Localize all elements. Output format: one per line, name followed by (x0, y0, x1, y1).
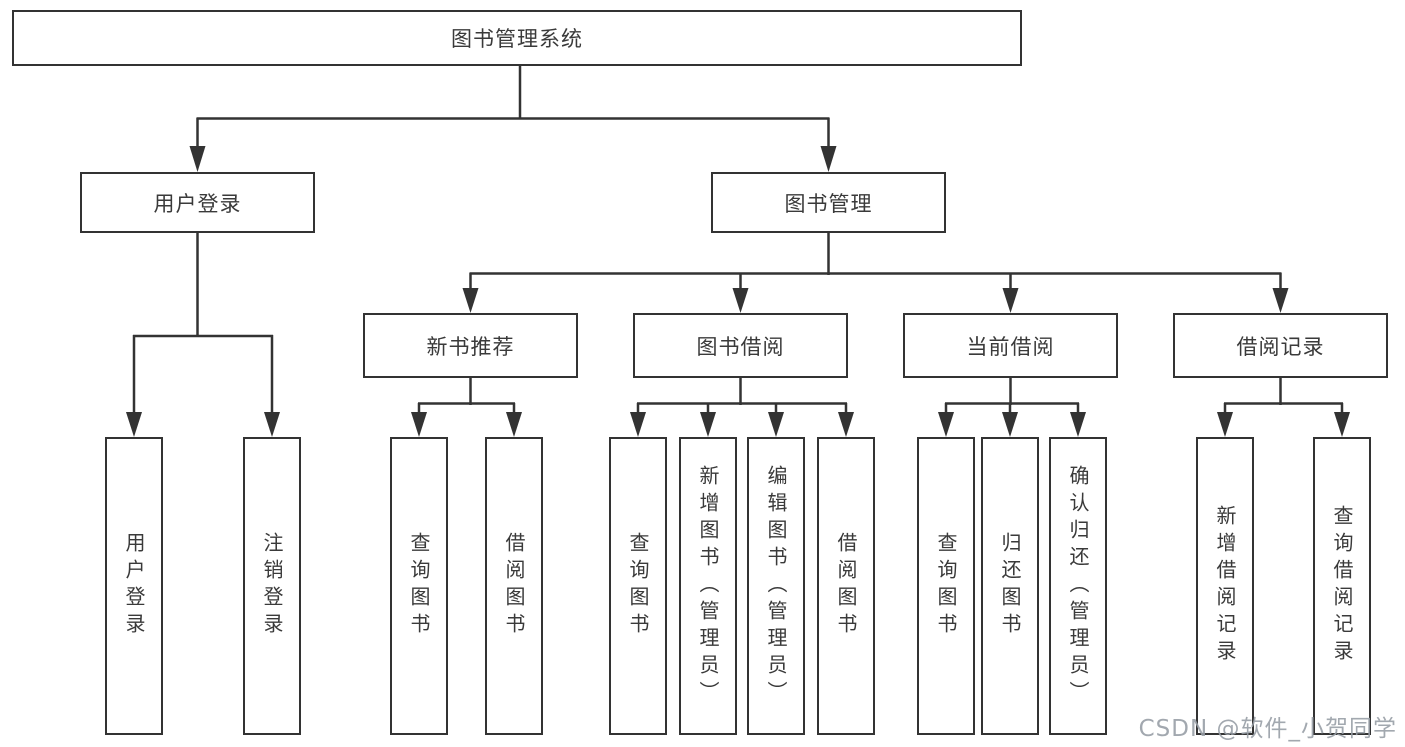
node-leaf-borrow-books: 借阅图书 (817, 437, 875, 735)
node-label: 查询借阅记录 (1330, 505, 1354, 667)
node-label: 用户登录 (122, 532, 146, 640)
node-leaf-edit-book-admin: 编辑图书（管理员） (747, 437, 805, 735)
node-leaf-logout: 注销登录 (243, 437, 301, 735)
node-borrowing-records: 借阅记录 (1173, 313, 1388, 378)
node-label: 新增借阅记录 (1213, 505, 1237, 667)
node-leaf-confirm-return-admin: 确认归还（管理员） (1049, 437, 1107, 735)
node-leaf-query-books: 查询图书 (917, 437, 975, 735)
node-label: 用户登录 (153, 191, 242, 216)
watermark: CSDN @软件_小贺同学 (1138, 716, 1397, 742)
node-label: 新增图书（管理员） (696, 464, 720, 708)
node-label: 借阅图书 (834, 532, 858, 640)
node-leaf-query-books: 查询图书 (609, 437, 667, 735)
node-label: 归还图书 (998, 532, 1022, 640)
node-library-system: 图书管理系统 (12, 10, 1022, 66)
node-label: 查询图书 (626, 532, 650, 640)
node-label: 确认归还（管理员） (1066, 464, 1090, 708)
node-label: 查询图书 (407, 532, 431, 640)
node-label: 借阅图书 (502, 532, 526, 640)
node-book-borrowing: 图书借阅 (633, 313, 848, 378)
node-current-borrowing: 当前借阅 (903, 313, 1118, 378)
node-label: 图书借阅 (696, 334, 785, 359)
node-leaf-query-borrow-record: 查询借阅记录 (1313, 437, 1371, 735)
node-user-login: 用户登录 (80, 172, 315, 233)
node-leaf-add-book-admin: 新增图书（管理员） (679, 437, 737, 735)
node-label: 注销登录 (260, 532, 284, 640)
node-label: 编辑图书（管理员） (764, 464, 788, 708)
node-label: 查询图书 (934, 532, 958, 640)
node-label: 图书管理 (784, 191, 873, 216)
node-label: 图书管理系统 (451, 27, 583, 51)
node-new-book-recommend: 新书推荐 (363, 313, 578, 378)
node-label: 新书推荐 (426, 334, 515, 359)
node-leaf-user-login: 用户登录 (105, 437, 163, 735)
node-leaf-add-borrow-record: 新增借阅记录 (1196, 437, 1254, 735)
node-leaf-query-books: 查询图书 (390, 437, 448, 735)
node-leaf-borrow-books: 借阅图书 (485, 437, 543, 735)
node-leaf-return-book: 归还图书 (981, 437, 1039, 735)
node-label: 当前借阅 (966, 334, 1055, 359)
node-book-management: 图书管理 (711, 172, 946, 233)
node-label: 借阅记录 (1236, 334, 1325, 359)
